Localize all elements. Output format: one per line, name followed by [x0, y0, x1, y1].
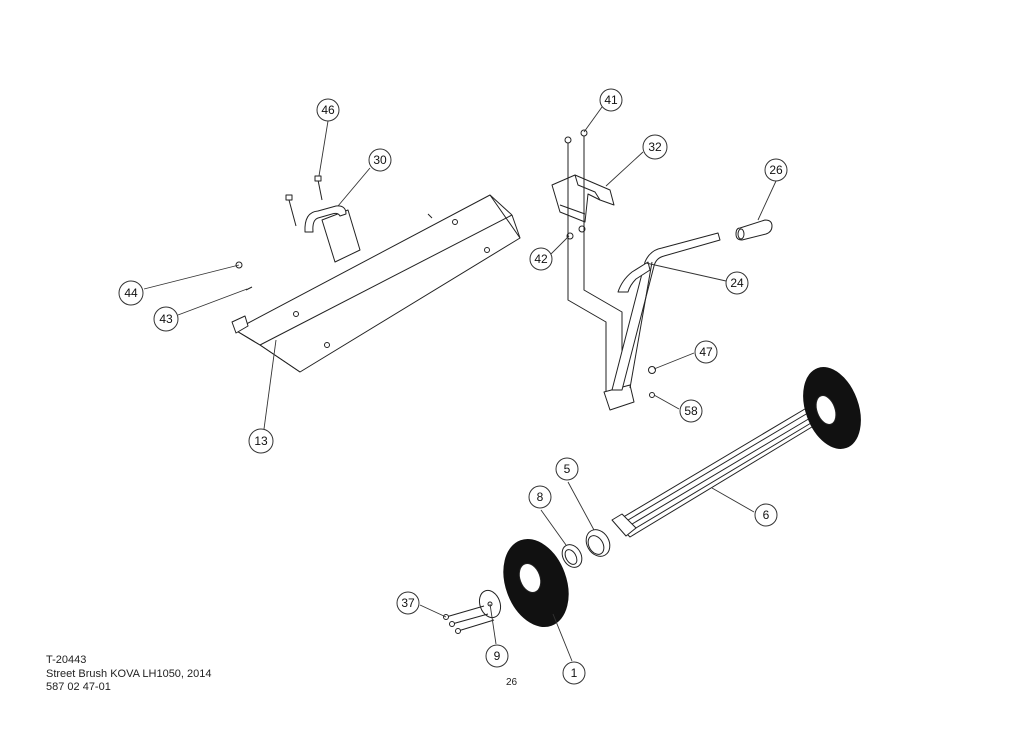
part-43-washer — [245, 286, 253, 291]
svg-text:47: 47 — [699, 345, 713, 359]
bolt-axis-lines — [567, 143, 607, 395]
svg-text:58: 58 — [684, 404, 698, 418]
part-1-brush-far — [803, 367, 861, 449]
svg-text:44: 44 — [124, 286, 138, 300]
svg-text:24: 24 — [730, 276, 744, 290]
svg-text:13: 13 — [254, 434, 268, 448]
svg-text:43: 43 — [159, 312, 173, 326]
svg-text:6: 6 — [763, 508, 770, 522]
svg-text:5: 5 — [564, 462, 571, 476]
svg-text:1: 1 — [571, 666, 578, 680]
part-32-bracket — [551, 174, 615, 223]
drawing-number: T-20443 — [46, 654, 87, 666]
svg-text:9: 9 — [494, 649, 501, 663]
callout-30: 30 — [368, 148, 392, 172]
part-8-ring — [561, 544, 583, 568]
part-26-grip — [735, 219, 773, 241]
callout-47: 47 — [694, 340, 718, 364]
page-number: 26 — [506, 677, 518, 688]
callout-8: 8 — [528, 485, 552, 509]
svg-text:8: 8 — [537, 490, 544, 504]
part-46-bolt — [285, 175, 323, 227]
part-24-handle — [603, 232, 721, 411]
part-13-hood — [231, 194, 521, 373]
part-42-nut — [566, 225, 586, 240]
svg-text:37: 37 — [401, 596, 415, 610]
callout-41: 41 — [599, 88, 623, 112]
product-name: Street Brush KOVA LH1050, 2014 — [46, 667, 212, 680]
part-5-ring — [585, 529, 611, 557]
callout-32: 32 — [642, 134, 668, 160]
part-58-washer — [649, 392, 655, 398]
callout-42: 42 — [529, 247, 553, 271]
svg-text:32: 32 — [648, 140, 662, 154]
part-41-nut — [564, 129, 588, 144]
callout-44: 44 — [118, 280, 144, 306]
svg-text:26: 26 — [769, 163, 783, 177]
leader-lines — [143, 106, 777, 662]
callout-1: 1 — [562, 661, 586, 685]
callout-26: 26 — [764, 158, 788, 182]
callout-6: 6 — [754, 503, 778, 527]
part-37-bolts — [443, 605, 495, 634]
svg-text:30: 30 — [373, 153, 387, 167]
part-1-brush-near — [503, 538, 569, 628]
bolt-axis-lines-2 — [583, 136, 623, 390]
callout-46: 46 — [316, 98, 340, 122]
part-47-nut — [648, 366, 656, 374]
callout-58: 58 — [679, 399, 703, 423]
callout-13: 13 — [248, 428, 274, 454]
part-number: 587 02 47-01 — [46, 681, 111, 693]
callout-37: 37 — [396, 591, 420, 615]
svg-text:41: 41 — [604, 93, 618, 107]
svg-text:42: 42 — [534, 252, 548, 266]
callout-43: 43 — [153, 306, 179, 332]
svg-text:46: 46 — [321, 103, 335, 117]
callout-24: 24 — [725, 271, 749, 295]
part-6-shaft — [611, 399, 836, 538]
part-30-bracket — [304, 205, 361, 263]
callout-9: 9 — [485, 644, 509, 668]
callout-5: 5 — [555, 457, 579, 481]
title-block: T-20443 Street Brush KOVA LH1050, 2014 5… — [46, 654, 212, 695]
